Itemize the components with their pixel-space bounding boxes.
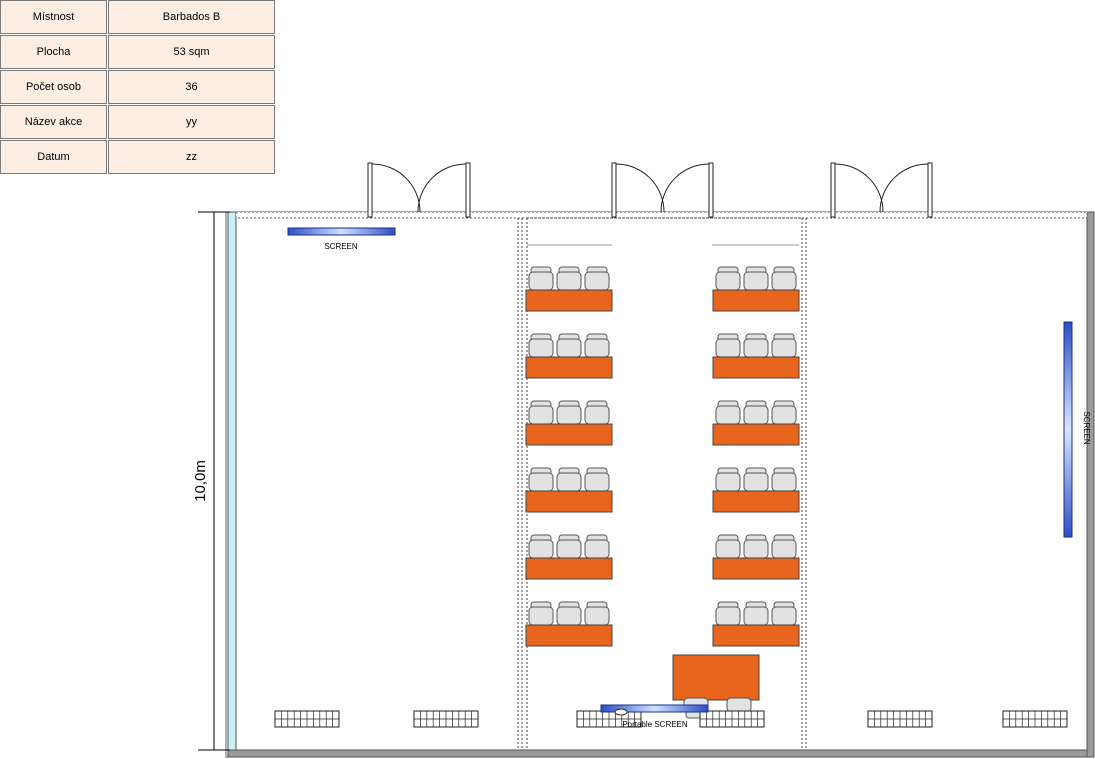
chair — [771, 266, 797, 291]
room-outline — [225, 211, 1095, 758]
room-walls — [225, 211, 1095, 758]
seating-block — [712, 333, 800, 379]
info-label: Plocha — [0, 35, 107, 69]
table — [712, 557, 800, 580]
info-label: Název akce — [0, 105, 107, 139]
chair — [528, 601, 554, 626]
chair — [528, 266, 554, 291]
chair — [715, 333, 741, 358]
chair — [528, 400, 554, 425]
seating-block — [525, 601, 613, 647]
info-value: Barbados B — [108, 0, 275, 34]
chair — [584, 333, 610, 358]
chair — [715, 601, 741, 626]
table — [525, 490, 613, 513]
table — [525, 624, 613, 647]
info-value: yy — [108, 105, 275, 139]
table — [712, 356, 800, 379]
table — [712, 289, 800, 312]
seating-block — [525, 467, 613, 513]
table — [712, 624, 800, 647]
chair — [556, 467, 582, 492]
chair — [771, 400, 797, 425]
radiator — [274, 710, 340, 728]
right-wall — [1086, 211, 1095, 758]
chair — [528, 333, 554, 358]
portable-screen: Portable SCREEN — [600, 704, 709, 729]
chair — [715, 534, 741, 559]
chair — [584, 467, 610, 492]
radiators — [274, 710, 1068, 728]
doors — [367, 162, 933, 218]
seating-block — [712, 467, 800, 513]
chair — [556, 534, 582, 559]
screen-left: SCREEN — [287, 227, 396, 251]
seating-block — [712, 400, 800, 446]
dimension-label: 10,0m — [192, 460, 209, 502]
radiator — [867, 710, 933, 728]
chair — [743, 534, 769, 559]
table — [525, 289, 613, 312]
info-label: Datum — [0, 140, 107, 174]
chair — [584, 400, 610, 425]
chair — [743, 266, 769, 291]
chair — [771, 333, 797, 358]
window-wall — [227, 211, 237, 757]
chair — [528, 534, 554, 559]
door-right — [830, 162, 933, 218]
chair — [528, 467, 554, 492]
radiator — [576, 710, 642, 728]
screen-right: SCREEN — [1063, 321, 1091, 538]
chair — [771, 467, 797, 492]
chair — [715, 266, 741, 291]
chair — [715, 400, 741, 425]
seating-block — [712, 601, 800, 647]
chair — [743, 333, 769, 358]
screen-left-label: SCREEN — [324, 242, 358, 251]
door-center — [611, 162, 714, 218]
portable-screen-label: Portable SCREEN — [622, 720, 688, 729]
chair — [743, 400, 769, 425]
chair — [556, 601, 582, 626]
radiator — [413, 710, 479, 728]
chair — [743, 601, 769, 626]
chair — [771, 534, 797, 559]
chair — [556, 266, 582, 291]
table — [525, 423, 613, 446]
radiator — [1002, 710, 1068, 728]
dimension: 10,0m — [192, 211, 230, 751]
radiator — [699, 710, 765, 728]
seating-block — [525, 534, 613, 580]
seating-block — [525, 266, 613, 312]
seating-block — [712, 534, 800, 580]
chair — [584, 601, 610, 626]
bottom-wall — [227, 749, 1094, 758]
info-value: 53 sqm — [108, 35, 275, 69]
chair — [584, 266, 610, 291]
seating-area — [525, 266, 800, 647]
info-value: 36 — [108, 70, 275, 104]
door-left — [367, 162, 471, 218]
seating-block — [712, 266, 800, 312]
table — [525, 356, 613, 379]
table — [712, 423, 800, 446]
chair — [556, 400, 582, 425]
seating-block — [525, 400, 613, 446]
table — [712, 490, 800, 513]
seating-block — [525, 333, 613, 379]
info-label: Místnost — [0, 0, 107, 34]
info-label: Počet osob — [0, 70, 107, 104]
top-wall — [235, 211, 1088, 219]
table — [525, 557, 613, 580]
info-value: zz — [108, 140, 275, 174]
screen-right-label: SCREEN — [1082, 411, 1091, 445]
chair — [743, 467, 769, 492]
chair — [715, 467, 741, 492]
chair — [556, 333, 582, 358]
chair — [771, 601, 797, 626]
chair — [584, 534, 610, 559]
